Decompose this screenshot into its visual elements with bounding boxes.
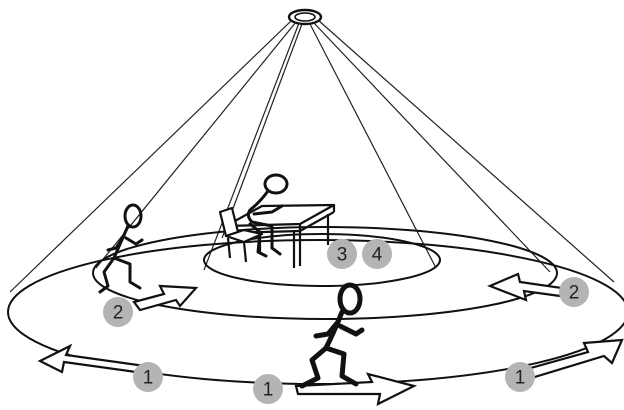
badge-zone-1-center: 1: [253, 374, 283, 404]
badge-zone-1-right: 1: [505, 362, 535, 392]
svg-text:2: 2: [569, 283, 580, 304]
badge-zone-2-right: 2: [559, 277, 589, 307]
arrow-icon: [294, 372, 418, 406]
zone-badges: 1 1 1 2 2 3 4: [103, 239, 589, 404]
zone-ring-inner: [203, 233, 441, 287]
arrow-icon: [487, 272, 564, 302]
badge-zone-1-left: 1: [133, 362, 163, 392]
arrow-icon: [517, 338, 624, 381]
badge-zone-4: 4: [362, 239, 392, 269]
svg-text:1: 1: [143, 368, 154, 389]
zone-ring-middle: [92, 226, 558, 320]
badge-zone-3: 3: [327, 239, 357, 269]
detection-cone-lines: [9, 19, 615, 293]
svg-text:1: 1: [263, 380, 274, 401]
arrow-icon: [132, 284, 199, 312]
walking-person-icon: [98, 203, 144, 294]
svg-text:3: 3: [337, 245, 348, 266]
seated-person-icon: [246, 173, 289, 258]
walking-person-icon: [299, 282, 365, 389]
svg-text:2: 2: [113, 303, 124, 324]
badge-zone-2-left: 2: [103, 297, 133, 327]
svg-text:4: 4: [372, 245, 383, 266]
svg-text:1: 1: [515, 368, 526, 389]
chair-icon: [218, 206, 264, 263]
ceiling-sensor-icon: [287, 8, 323, 26]
